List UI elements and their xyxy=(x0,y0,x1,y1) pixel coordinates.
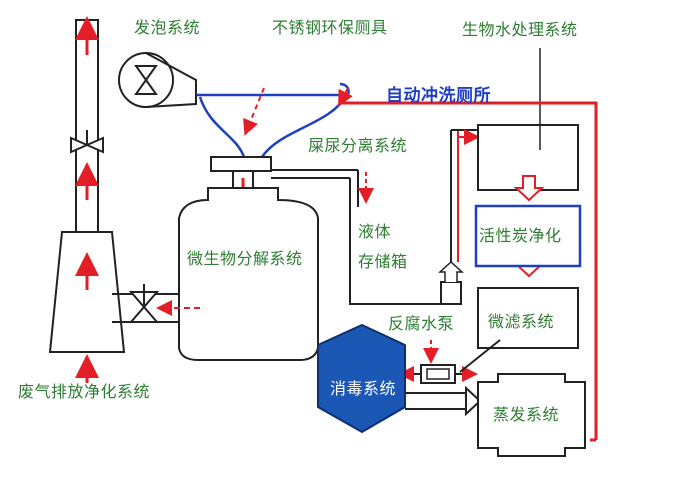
activated-carbon-box xyxy=(474,204,582,268)
label-urine-separation: 屎尿分离系统 xyxy=(308,136,408,155)
evaporation-box xyxy=(477,373,586,457)
evaporation-feed xyxy=(405,385,482,417)
label-anticorrosion-pump: 反腐水泵 xyxy=(388,314,455,333)
label-exhaust-purification: 废气排放净化系统 xyxy=(18,382,151,401)
label-liquid-tank-2: 存储箱 xyxy=(358,252,408,271)
label-stainless-toilet: 不锈钢环保厕具 xyxy=(272,18,388,37)
disinfection-hexagon xyxy=(317,323,406,434)
pump-riser xyxy=(450,129,480,262)
label-auto-flush: 自动冲洗厕所 xyxy=(386,86,491,106)
label-disinfection: 消毒系统 xyxy=(330,379,397,398)
liquid-storage-tank xyxy=(349,196,464,305)
hollow-arrow-1 xyxy=(513,175,545,202)
microfilter-box xyxy=(477,287,579,349)
foam-blower xyxy=(118,52,197,108)
blower-valve-icon xyxy=(134,65,158,95)
label-evaporation: 蒸发系统 xyxy=(493,405,560,424)
microbe-tank xyxy=(178,187,319,361)
label-bio-water-system: 生物水处理系统 xyxy=(462,20,578,39)
label-microfilter: 微滤系统 xyxy=(488,312,555,331)
label-foam-system: 发泡系统 xyxy=(134,18,201,37)
label-activated-carbon: 活性炭净化 xyxy=(479,226,562,245)
label-liquid-tank-1: 液体 xyxy=(358,222,392,241)
label-microbe-decomposition: 微生物分解系统 xyxy=(187,249,303,268)
exhaust-pipe xyxy=(112,284,200,323)
return-loop xyxy=(338,87,598,442)
anticorrosion-pump xyxy=(398,339,501,384)
